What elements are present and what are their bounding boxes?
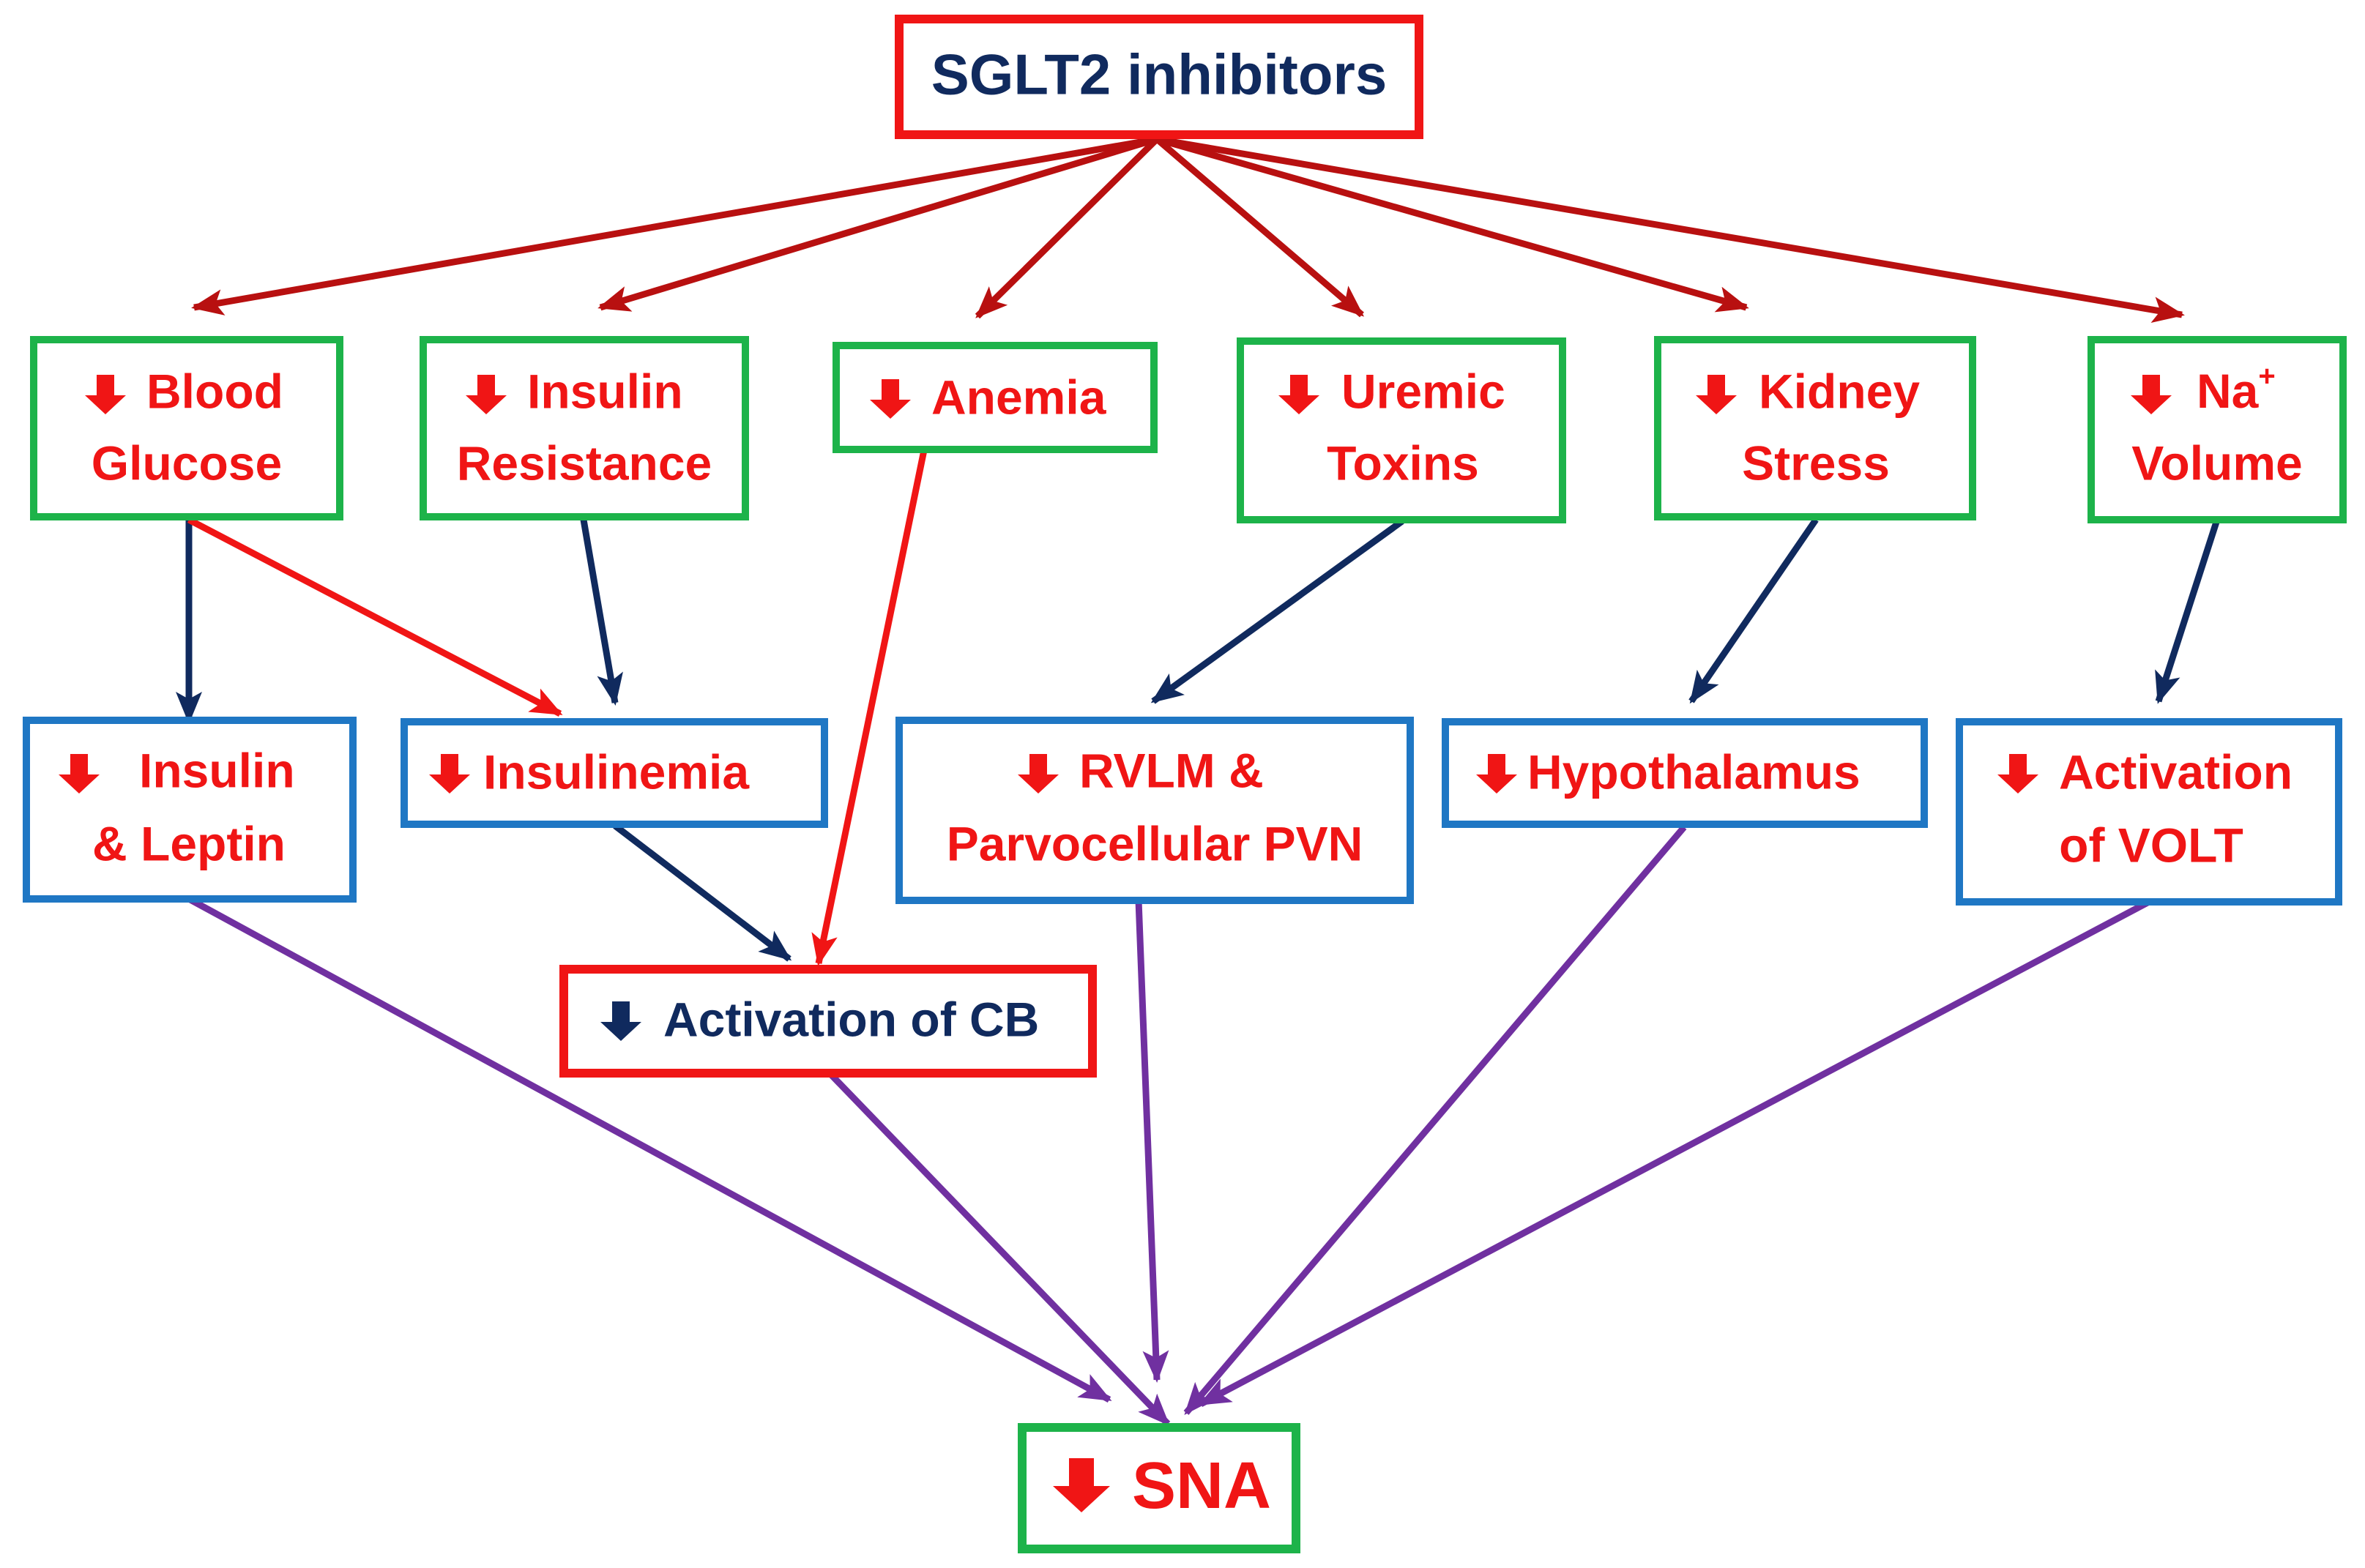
root-label: SGLT2 inhibitors bbox=[931, 42, 1388, 107]
arrow-root-to-insulin-resistance bbox=[597, 135, 1158, 312]
effect-label-line-2: Volume bbox=[2131, 436, 2302, 490]
down-arrow-icon bbox=[870, 379, 911, 419]
root-node-sglt2-inhibitors: SGLT2 inhibitors bbox=[895, 15, 1423, 139]
effect-label-line-1: Insulin bbox=[527, 364, 683, 418]
arrow-kidney-stress-to-hypothalamus bbox=[1688, 518, 1819, 704]
cb-node: Activation of CB bbox=[559, 965, 1097, 1078]
mediator-label-line-2: of VOLT bbox=[2059, 818, 2243, 872]
arrow-anemia-to-cb bbox=[811, 449, 928, 966]
effect-node-kidney-stress: Kidney Stress bbox=[1654, 336, 1976, 520]
down-arrow-icon bbox=[85, 375, 126, 414]
effect-label-line-2: Resistance bbox=[457, 436, 712, 490]
arrow-insulin-leptin-to-sna bbox=[187, 896, 1112, 1403]
mediator-node-volt: Activation of VOLT bbox=[1956, 718, 2342, 906]
effect-label-line-1: Anemia bbox=[931, 370, 1107, 424]
arrow-rvlm-pvn-to-sna bbox=[1135, 900, 1169, 1383]
effect-node-na-volume: Na+ Volume bbox=[2087, 336, 2347, 523]
arrow-insulinemia-to-cb bbox=[613, 823, 792, 962]
effect-label-line-2: Glucose bbox=[92, 436, 282, 490]
na-superscript: + bbox=[2258, 360, 2275, 392]
arrow-root-to-blood-glucose bbox=[191, 135, 1158, 316]
effect-node-blood-glucose: Blood Glucose bbox=[30, 336, 343, 520]
down-arrow-icon bbox=[1053, 1458, 1110, 1512]
down-arrow-icon bbox=[59, 754, 100, 794]
arrow-uremic-toxins-to-rvlm-pvn bbox=[1150, 518, 1404, 704]
arrow-cb-to-sna bbox=[828, 1072, 1171, 1427]
down-arrow-icon bbox=[1476, 754, 1517, 794]
effect-label-line-2: Stress bbox=[1742, 436, 1890, 490]
down-arrow-icon bbox=[1696, 375, 1737, 414]
arrow-insulin-resistance-to-insulinemia bbox=[580, 519, 623, 706]
mediator-node-insulin-leptin: Insulin & Leptin bbox=[23, 717, 357, 903]
arrow-na-volume-to-volt bbox=[2155, 518, 2221, 704]
arrow-blood-glucose-to-insulinemia bbox=[187, 517, 563, 717]
effect-label-line-1: Na+ bbox=[2197, 360, 2276, 419]
mediator-node-rvlm-pvn: RVLM & Parvocellular PVN bbox=[895, 717, 1414, 904]
mediator-label-line-1: Insulin bbox=[139, 743, 295, 797]
down-arrow-icon bbox=[600, 1001, 641, 1041]
arrow-root-to-na-volume bbox=[1156, 135, 2185, 323]
effect-label-line-2: Toxins bbox=[1327, 436, 1479, 490]
arrow-root-to-anemia bbox=[975, 136, 1160, 319]
arrow-root-to-kidney-stress bbox=[1155, 135, 1749, 313]
mediator-node-insulinemia: Insulinemia bbox=[401, 718, 828, 828]
effect-node-anemia: Anemia bbox=[833, 342, 1158, 453]
effect-label-line-1: Kidney bbox=[1759, 364, 1920, 418]
outcome-node-sna: SNA bbox=[1018, 1423, 1300, 1553]
effect-node-uremic-toxins: Uremic Toxins bbox=[1237, 337, 1566, 523]
down-arrow-icon bbox=[1018, 754, 1059, 794]
na-symbol: Na bbox=[2197, 364, 2260, 418]
mediator-label-line-2: & Leptin bbox=[92, 816, 286, 870]
outcome-label: SNA bbox=[1132, 1449, 1271, 1523]
down-arrow-icon bbox=[429, 754, 470, 794]
arrow-root-to-uremic-toxins bbox=[1155, 136, 1365, 318]
mediator-node-hypothalamus: Hypothalamus bbox=[1442, 718, 1928, 828]
mediator-label-line-1: RVLM & bbox=[1079, 743, 1264, 797]
effect-label-line-1: Uremic bbox=[1341, 364, 1505, 418]
down-arrow-icon bbox=[1997, 754, 2038, 794]
arrow-volt-to-sna bbox=[1198, 899, 2151, 1407]
effect-node-insulin-resistance: Insulin Resistance bbox=[420, 336, 749, 520]
cb-label: Activation of CB bbox=[663, 992, 1039, 1046]
down-arrow-icon bbox=[1278, 375, 1319, 414]
connectors bbox=[176, 135, 2221, 1427]
effect-label-line-1: Blood bbox=[146, 364, 283, 418]
down-arrow-icon bbox=[466, 375, 507, 414]
mediator-label-line-1: Hypothalamus bbox=[1527, 744, 1861, 799]
arrow-hypothalamus-to-sna bbox=[1183, 825, 1687, 1416]
mediator-label-line-2: Parvocellular PVN bbox=[947, 816, 1363, 870]
mediator-label-line-1: Activation bbox=[2059, 744, 2293, 799]
mediator-label-line-1: Insulinemia bbox=[483, 744, 750, 799]
down-arrow-icon bbox=[2131, 375, 2172, 414]
